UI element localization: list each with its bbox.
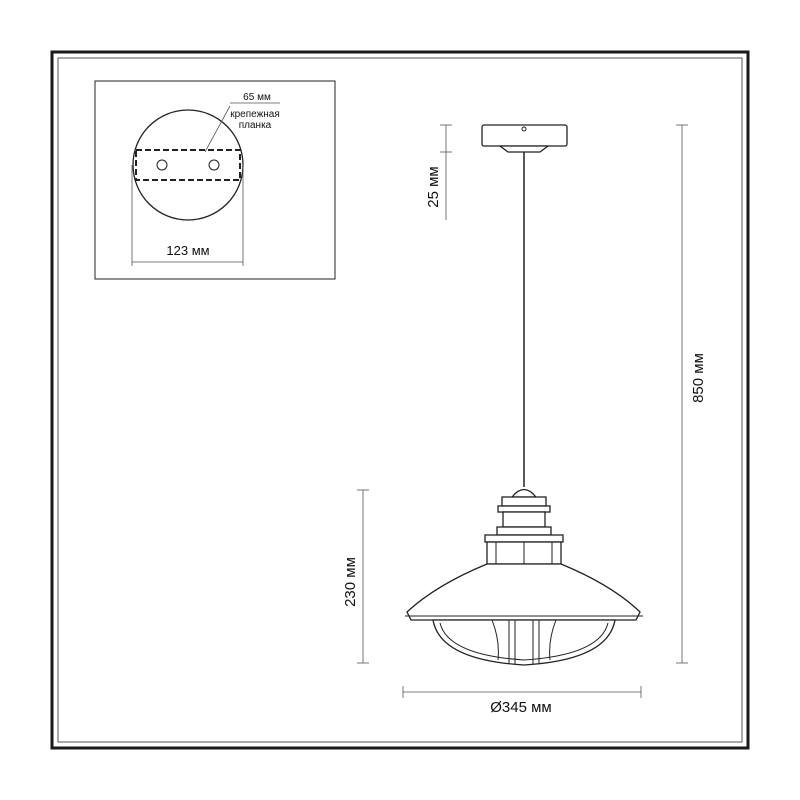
dimension-lines xyxy=(357,124,688,698)
canopy-base xyxy=(498,145,550,153)
canopy-circle xyxy=(132,109,244,221)
lamp-collar-1 xyxy=(501,496,547,507)
mount-plate-view xyxy=(131,102,280,266)
lamp-neck xyxy=(502,511,546,528)
pendant-lamp xyxy=(405,124,643,666)
canopy-screw xyxy=(521,126,527,132)
plate-width-label: 65 мм xyxy=(243,92,271,103)
lamp-collar-2 xyxy=(497,505,551,513)
glass-globe xyxy=(432,619,616,666)
mounting-plate-outline xyxy=(135,149,241,181)
mount-hole-left xyxy=(156,159,168,171)
canopy-height-label: 25 мм xyxy=(425,166,442,207)
lamp-top-cap xyxy=(510,488,538,498)
plate-leader-line xyxy=(204,105,231,153)
outer-frame xyxy=(50,50,750,750)
lamp-cage-top-band xyxy=(484,534,564,543)
globe-rib-left xyxy=(491,619,499,661)
mount-hole-right xyxy=(208,159,220,171)
shade-diameter-label: Ø345 мм xyxy=(490,699,552,716)
shade-height-label: 230 мм xyxy=(342,557,359,607)
inner-frame xyxy=(57,57,743,743)
mount-inset-box xyxy=(94,80,336,280)
plate-label-line2: планка xyxy=(239,120,272,131)
lamp-collar-3 xyxy=(496,526,552,536)
lamp-shade xyxy=(406,563,641,621)
ceiling-canopy xyxy=(481,124,568,147)
total-height-label: 850 мм xyxy=(690,353,707,403)
plate-label-line1: крепежная xyxy=(230,109,280,120)
globe-inner-line xyxy=(439,622,609,661)
globe-rib-right xyxy=(549,619,557,661)
canopy-diameter-label: 123 мм xyxy=(166,243,209,258)
